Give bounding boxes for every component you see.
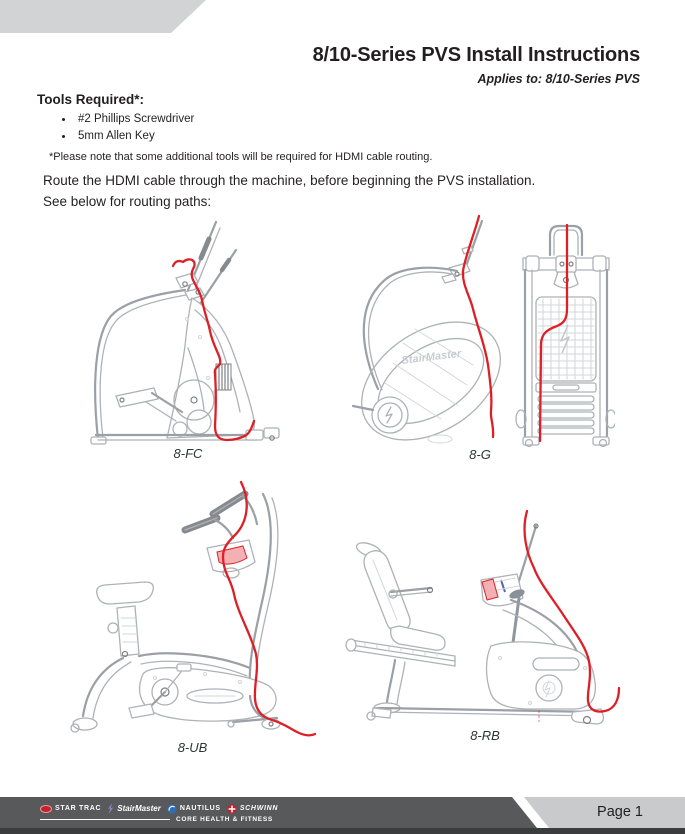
ub-machine-drawing: [70, 480, 317, 737]
star-trac-label: STAR TRAC: [55, 805, 102, 812]
figure-label-8-g: 8-G: [469, 447, 491, 462]
figure-label-8-fc: 8-FC: [173, 446, 203, 461]
bullet-dot: [62, 135, 65, 138]
tools-required-section: Tools Required*: #2 Phillips Screwdriver…: [37, 92, 194, 144]
footer-brand-logos: STAR TRAC StairMaster NAUTILUS SCHWINN: [40, 802, 278, 815]
page-title: 8/10-Series PVS Install Instructions: [312, 44, 641, 66]
schwinn-label: SCHWINN: [239, 805, 279, 812]
list-item: #2 Phillips Screwdriver: [37, 112, 194, 127]
corner-banner: [0, 0, 206, 33]
figure-label-8-rb: 8-RB: [470, 728, 500, 743]
figure-8-ub: 8-UB: [65, 478, 320, 755]
rb-machine-drawing: [345, 509, 621, 725]
g-front-view-outline: [515, 224, 615, 447]
page-number: Page 1: [597, 804, 643, 820]
tool-item-label: 5mm Allen Key: [78, 130, 155, 142]
stairmaster-bolt-icon: [108, 803, 114, 814]
footer-brand-bar: [0, 797, 537, 828]
rb-hdmi-cable-route: [523, 509, 621, 713]
footer-bottom-strip: [0, 828, 685, 834]
nautilus-label: NAUTILUS: [179, 805, 221, 812]
applies-to-subtitle: Applies to: 8/10-Series PVS: [477, 72, 640, 86]
bullet-dot: [62, 118, 65, 121]
star-trac-icon: [40, 804, 52, 813]
fc-hdmi-cable-route: [171, 258, 256, 442]
footer-tagline: CORE HEALTH & FITNESS: [40, 816, 273, 823]
fc-machine-outline: [90, 220, 280, 445]
figure-label-8-ub: 8-UB: [177, 740, 208, 755]
g-front-hdmi-cable-route: [538, 223, 569, 443]
footer-page-area: [524, 797, 685, 828]
logo-star-trac: STAR TRAC: [40, 804, 102, 813]
rb-machine-outline: [345, 523, 605, 725]
tagline-rule: [40, 819, 170, 820]
tool-item-label: #2 Phillips Screwdriver: [78, 113, 195, 125]
routing-instructions: Route the HDMI cable through the machine…: [43, 171, 535, 212]
nautilus-icon: [167, 803, 177, 814]
routing-instructions-line1: Route the HDMI cable through the machine…: [43, 173, 536, 188]
title-block: 8/10-Series PVS Install Instructions App…: [312, 44, 641, 86]
routing-instructions-line2: See below for routing paths:: [43, 193, 212, 209]
schwinn-cross-icon: [227, 803, 237, 814]
ub-hdmi-cable-route: [221, 480, 317, 737]
g-side-view-outline: StairMaster: [351, 219, 501, 444]
tools-footnote: *Please note that some additional tools …: [49, 151, 433, 163]
fc-machine-drawing: [90, 220, 280, 445]
logo-stairmaster: StairMaster: [107, 803, 161, 814]
logo-nautilus: NAUTILUS: [167, 803, 221, 814]
list-item: 5mm Allen Key: [37, 129, 194, 144]
figure-8-rb: 8-RB: [335, 498, 635, 743]
tools-required-heading: Tools Required*:: [37, 92, 145, 107]
figure-8-fc: 8-FC: [88, 216, 288, 461]
stairmaster-label: StairMaster: [117, 804, 161, 813]
tagline-text: CORE HEALTH & FITNESS: [176, 816, 273, 823]
g-watermark-text: StairMaster: [401, 348, 463, 367]
logo-schwinn: SCHWINN: [227, 803, 279, 814]
ub-machine-outline: [70, 490, 281, 733]
g-machine-drawing: StairMaster: [351, 214, 615, 447]
figure-8-g: StairMaster: [345, 213, 615, 462]
g-side-hdmi-cable-route: [461, 214, 495, 439]
